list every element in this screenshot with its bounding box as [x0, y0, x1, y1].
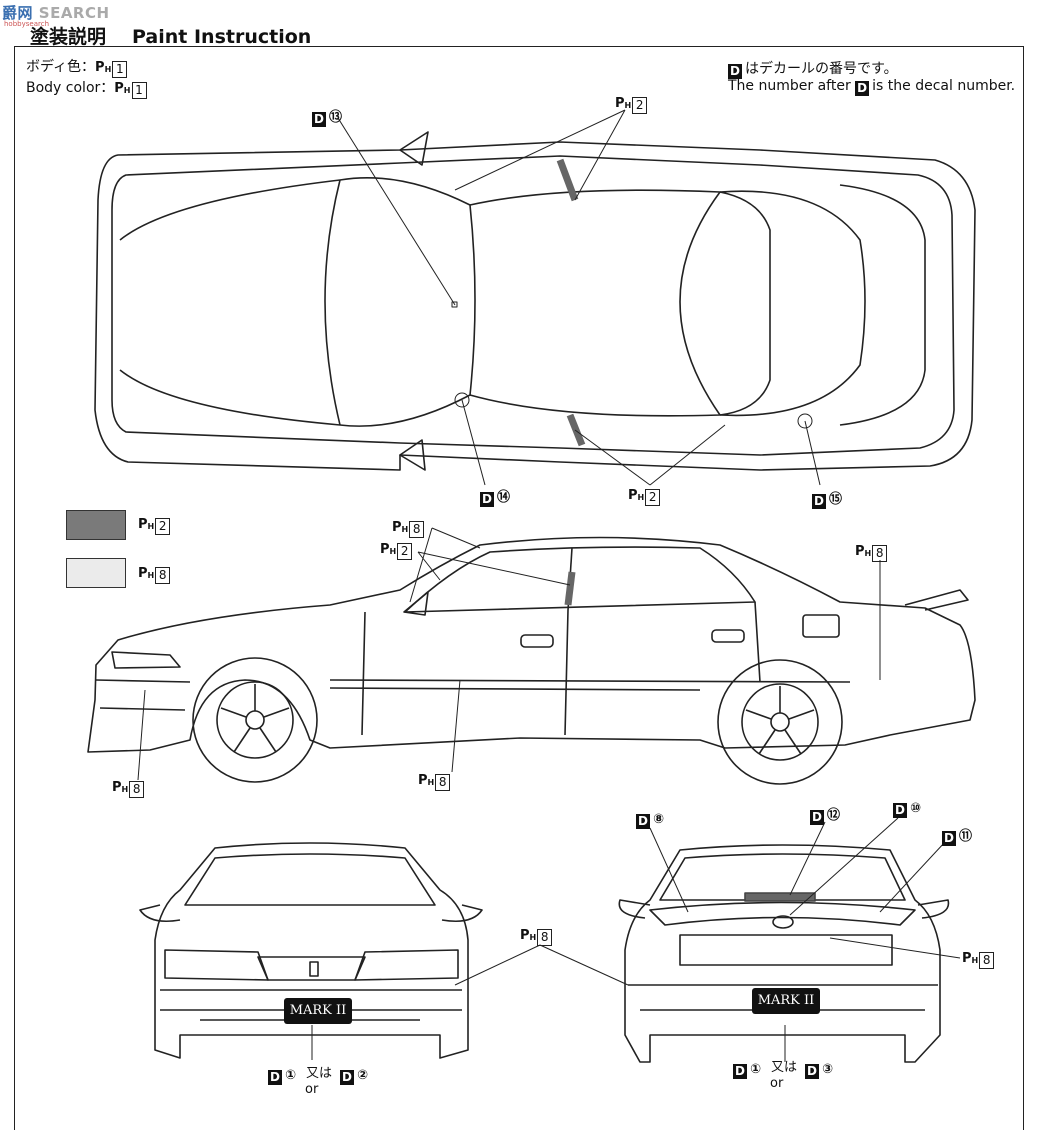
- title-en: Paint Instruction: [132, 26, 312, 48]
- front-license-plate: MARK II: [284, 998, 352, 1024]
- label-front-or-en: or: [305, 1082, 319, 1097]
- car-rear-view: [618, 844, 950, 1063]
- front-view-leaders: [311, 944, 629, 1060]
- label-front-or-jp: 又は: [306, 1066, 333, 1081]
- page-title: 塗装説明 Paint Instruction: [30, 22, 311, 49]
- car-top-view: [94, 131, 976, 471]
- rear-license-plate: MARK II: [752, 988, 820, 1014]
- label-rear-or-jp: 又は: [771, 1060, 798, 1075]
- watermark-logo: 爵网 SEARCH: [2, 4, 110, 22]
- legend-swatch-dark: [66, 510, 126, 540]
- top-view-leaders: [337, 109, 821, 486]
- legend-swatch-light: [66, 558, 126, 588]
- side-view-leaders: [137, 527, 881, 781]
- title-jp: 塗装説明: [30, 26, 107, 48]
- car-side-view: [87, 536, 976, 785]
- label-rear-or-en: or: [770, 1076, 784, 1091]
- rear-view-leaders: [649, 817, 961, 1062]
- car-front-view: [139, 842, 483, 1059]
- watermark-sub: hobbysearch: [4, 20, 50, 28]
- instruction-frame: [14, 46, 1024, 1130]
